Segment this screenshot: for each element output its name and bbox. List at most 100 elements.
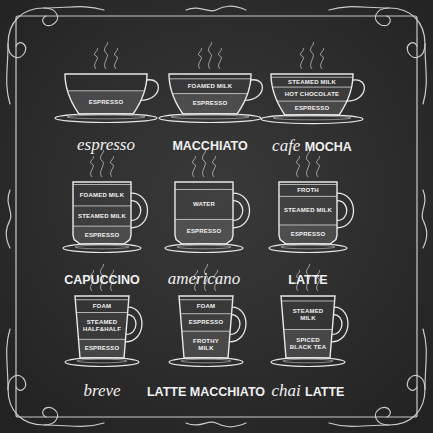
flourish-tail bbox=[329, 329, 426, 426]
saucer bbox=[269, 244, 347, 253]
edge-swirl bbox=[186, 6, 246, 11]
cup-outline bbox=[73, 182, 131, 244]
saucer bbox=[63, 244, 141, 253]
drink-layer: STEAMED MILK bbox=[271, 77, 353, 87]
cup-handle bbox=[229, 307, 246, 342]
drink-layer: ESPRESSO bbox=[175, 219, 233, 244]
layer-divider bbox=[272, 87, 351, 88]
layer-label: STEAMED MILK bbox=[282, 207, 334, 214]
drink-layer: HOT CHOCOLATE bbox=[271, 87, 353, 101]
drink-layer: FOAMED MILK bbox=[73, 184, 131, 205]
steam bbox=[104, 42, 107, 69]
edge-swirl bbox=[186, 422, 246, 427]
layer-fill bbox=[279, 184, 337, 196]
flourish-curl bbox=[407, 375, 425, 390]
layer-divider bbox=[284, 329, 333, 330]
drink-layer: WATER bbox=[175, 189, 233, 219]
cup-handle bbox=[347, 80, 364, 101]
steam bbox=[204, 264, 207, 291]
layer-label: STEAMED MILK bbox=[76, 213, 128, 220]
layer-label: ESPRESSO bbox=[185, 319, 227, 326]
saucer bbox=[169, 358, 243, 367]
edge-swirl bbox=[6, 190, 11, 248]
layer-fill bbox=[73, 184, 131, 205]
cup-outline bbox=[75, 296, 129, 358]
saucer bbox=[55, 114, 157, 123]
saucer-rim bbox=[171, 115, 249, 119]
layer-divider bbox=[73, 226, 131, 227]
layer-divider bbox=[67, 90, 144, 91]
flourish-curl bbox=[8, 389, 58, 425]
layer-divider bbox=[271, 77, 353, 78]
drink-name: CAPUCCINO bbox=[64, 270, 140, 288]
steam bbox=[194, 270, 197, 291]
flourish-curl bbox=[8, 8, 58, 44]
drink-layer: FROTHY MILK bbox=[179, 331, 233, 358]
layer-divider bbox=[73, 205, 131, 206]
drink-name: breve bbox=[83, 382, 120, 401]
saucer bbox=[165, 244, 243, 253]
drink-layer: ESPRESSO bbox=[279, 225, 337, 244]
layer-divider bbox=[175, 219, 233, 220]
layer-divider bbox=[180, 313, 231, 314]
steam bbox=[306, 150, 309, 177]
drink-layer: FOAM bbox=[179, 300, 233, 314]
layer-divider bbox=[179, 299, 232, 300]
drink-name: chai LATTE bbox=[272, 382, 345, 401]
layer-fill bbox=[78, 339, 125, 358]
coffee-cup: FOAMSTEAMED HALF&HALFESPRESSObreve bbox=[75, 296, 129, 358]
layer-fill bbox=[279, 225, 337, 244]
drink-layer: STEAMED MILK bbox=[73, 206, 131, 226]
coffee-cup: FOAMED MILKSTEAMED MILKESPRESSOCAPUCCINO bbox=[73, 182, 131, 244]
layer-fill bbox=[180, 314, 231, 331]
steam bbox=[192, 156, 195, 177]
cup-outline bbox=[175, 182, 233, 244]
cup-outline bbox=[281, 296, 335, 358]
layer-divider bbox=[76, 312, 127, 313]
drink-layer: ESPRESSO bbox=[65, 91, 147, 114]
cup-outline bbox=[279, 182, 337, 244]
drink-name: americano bbox=[168, 270, 241, 289]
layer-fill bbox=[76, 313, 127, 340]
layer-divider bbox=[279, 184, 337, 185]
cup-outline bbox=[271, 74, 353, 115]
steam bbox=[296, 270, 299, 291]
steam bbox=[100, 264, 103, 291]
steam bbox=[90, 156, 93, 177]
layer-fill bbox=[175, 189, 233, 219]
steam bbox=[110, 156, 113, 177]
saucer-rim bbox=[77, 359, 127, 363]
layer-fill bbox=[75, 300, 128, 313]
cup-handle bbox=[233, 193, 250, 228]
layer-fill bbox=[172, 94, 247, 114]
steam bbox=[310, 42, 313, 69]
layer-label: SPICED BLACK TEA bbox=[289, 337, 327, 351]
layer-label: ESPRESSO bbox=[82, 99, 130, 106]
drink-layer: ESPRESSO bbox=[75, 339, 129, 358]
steam bbox=[94, 48, 97, 69]
coffee-cup: WATERESPRESSOamericano bbox=[175, 182, 233, 244]
drink-layer: FOAM bbox=[75, 300, 129, 313]
saucer bbox=[261, 115, 363, 124]
cup-drawing bbox=[65, 74, 147, 114]
steam bbox=[306, 264, 309, 291]
layer-fill bbox=[73, 206, 131, 226]
steam bbox=[212, 156, 215, 177]
steam bbox=[316, 156, 319, 177]
drink-layer: ESPRESSO bbox=[73, 226, 131, 244]
flourish-curl bbox=[375, 389, 425, 425]
layer-fill bbox=[73, 226, 131, 244]
steam bbox=[90, 270, 93, 291]
cup-outline bbox=[169, 74, 251, 114]
layer-divider bbox=[182, 331, 230, 332]
layer-divider bbox=[279, 224, 337, 225]
flourish-curl bbox=[375, 8, 425, 44]
layer-label: HOT CHOCOLATE bbox=[280, 91, 344, 98]
layer-label: FOAMED MILK bbox=[175, 83, 244, 90]
drink-name: MACCHIATO bbox=[172, 136, 247, 154]
steam bbox=[110, 270, 113, 291]
steam bbox=[320, 48, 323, 69]
drink-name: LATTE bbox=[288, 270, 327, 288]
saucer-rim bbox=[273, 116, 351, 120]
